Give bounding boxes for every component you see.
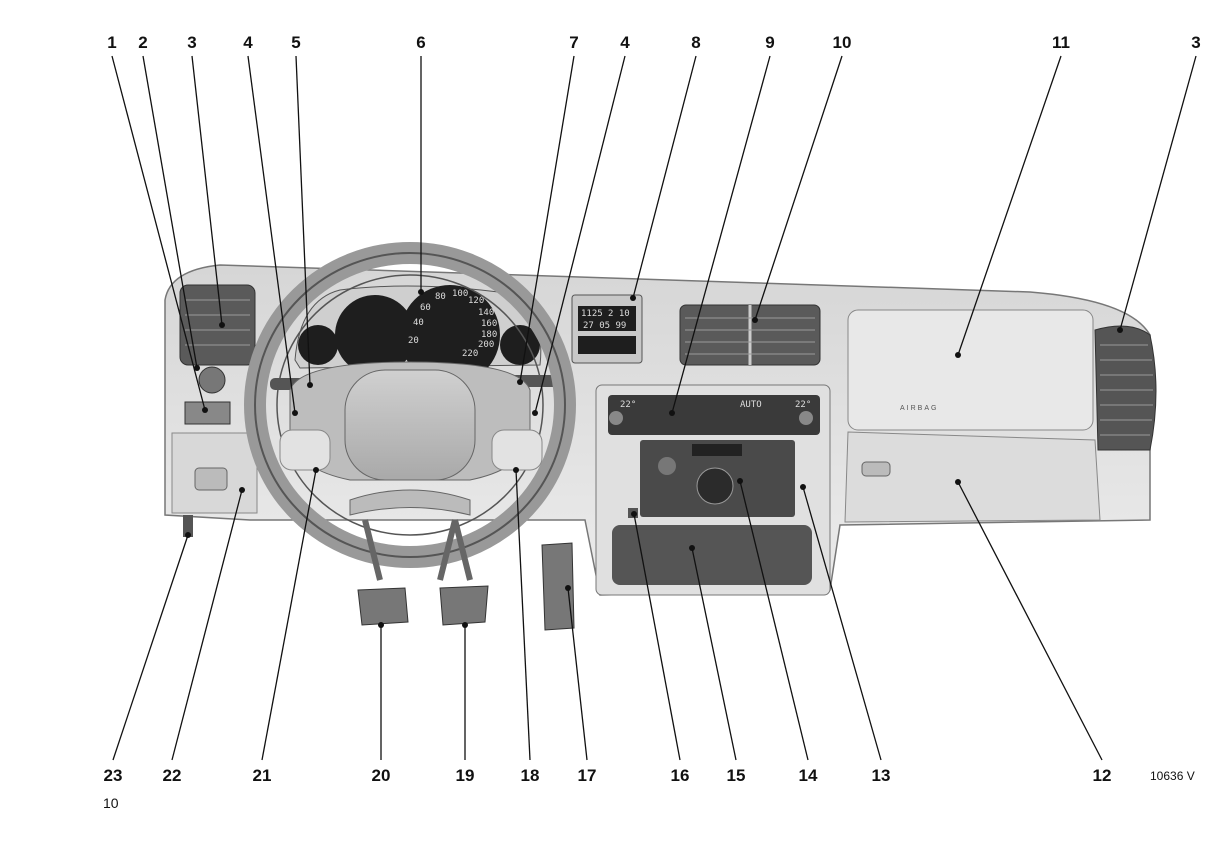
horn-pad-right[interactable] [491,429,543,471]
volume-knob[interactable] [658,457,676,475]
speedo-tick-120: 120 [468,296,484,306]
callout-14: 14 [799,766,818,785]
glovebox-handle[interactable] [861,461,891,477]
climate-left-temp: 22° [620,400,636,410]
speedo-tick-160: 160 [481,319,497,329]
speedo-tick-220: 220 [462,349,478,359]
date-display: 27 05 99 [583,321,626,331]
speedo-tick-80: 80 [435,292,446,302]
callout-15: 15 [727,766,746,785]
climate-right-temp: 22° [795,400,811,410]
driver-airbag [344,369,476,481]
callout-16: 16 [671,766,690,785]
callout-21: 21 [253,766,272,785]
right-side-vent[interactable] [1094,325,1157,451]
speedo-tick-60: 60 [420,303,431,313]
callout-10: 10 [833,33,852,52]
radio-control-knob[interactable] [696,467,734,505]
callout-19: 19 [456,766,475,785]
temperature-gauge [500,325,540,365]
callout-8: 8 [691,33,700,52]
callout-22: 22 [163,766,182,785]
switch-panel[interactable] [184,401,231,425]
top-callouts: 1 2 3 4 5 6 7 4 8 9 10 11 3 [107,33,1200,52]
outside-temperature: 2 10 [608,309,630,319]
page-number: 10 [103,795,119,811]
callout-4-right: 4 [620,33,630,52]
speedo-tick-20: 20 [408,336,419,346]
speedometer [400,285,500,385]
warning-display [578,336,636,354]
climate-mode: AUTO [740,400,762,410]
steering-wheel[interactable] [244,242,576,568]
light-switch[interactable] [198,366,226,394]
callout-11: 11 [1052,33,1070,52]
callout-13: 13 [872,766,891,785]
cassette-slot[interactable] [692,444,742,456]
glovebox-lower [844,431,1101,523]
callout-7: 7 [569,33,578,52]
storage-compartment[interactable] [194,467,228,491]
callout-18: 18 [521,766,540,785]
left-side-vent[interactable] [179,284,256,366]
callout-6: 6 [416,33,425,52]
callout-9: 9 [765,33,774,52]
brake-pedal[interactable] [439,585,489,626]
callout-12: 12 [1093,766,1112,785]
tachometer [335,295,415,375]
callout-17: 17 [578,766,597,785]
speedo-tick-200: 200 [478,340,494,350]
fuel-gauge [298,325,338,365]
callout-3: 3 [187,33,196,52]
airbag-passenger-label: AIRBAG [900,405,938,412]
callout-4: 4 [243,33,253,52]
callout-23: 23 [104,766,123,785]
glovebox-upper [847,309,1094,431]
clutch-pedal[interactable] [357,587,409,626]
leader-lines [111,55,1197,761]
callout-3-right: 3 [1191,33,1200,52]
speedo-tick-100: 100 [452,289,468,299]
callout-20: 20 [372,766,391,785]
clock-time: 1125 [581,309,603,319]
climate-control-panel[interactable] [608,395,820,435]
bonnet-release-lever[interactable] [183,515,193,537]
dashboard-body: AIRBAG 1125 2 10 27 05 99 22° AUTO 22° [164,242,1157,631]
speedo-tick-180: 180 [481,330,497,340]
callout-2: 2 [138,33,147,52]
bottom-callouts: 23 22 21 20 19 18 17 16 15 14 13 12 [104,766,1112,785]
accelerator-pedal[interactable] [541,542,575,631]
figure-code: 10636 V [1150,769,1195,783]
speedo-tick-140: 140 [478,308,494,318]
info-display [578,306,636,331]
horn-pad-left[interactable] [279,429,331,471]
callout-1: 1 [107,33,116,52]
speedo-tick-40: 40 [413,318,424,328]
callout-5: 5 [291,33,300,52]
climate-left-knob[interactable] [609,411,623,425]
climate-right-knob[interactable] [799,411,813,425]
